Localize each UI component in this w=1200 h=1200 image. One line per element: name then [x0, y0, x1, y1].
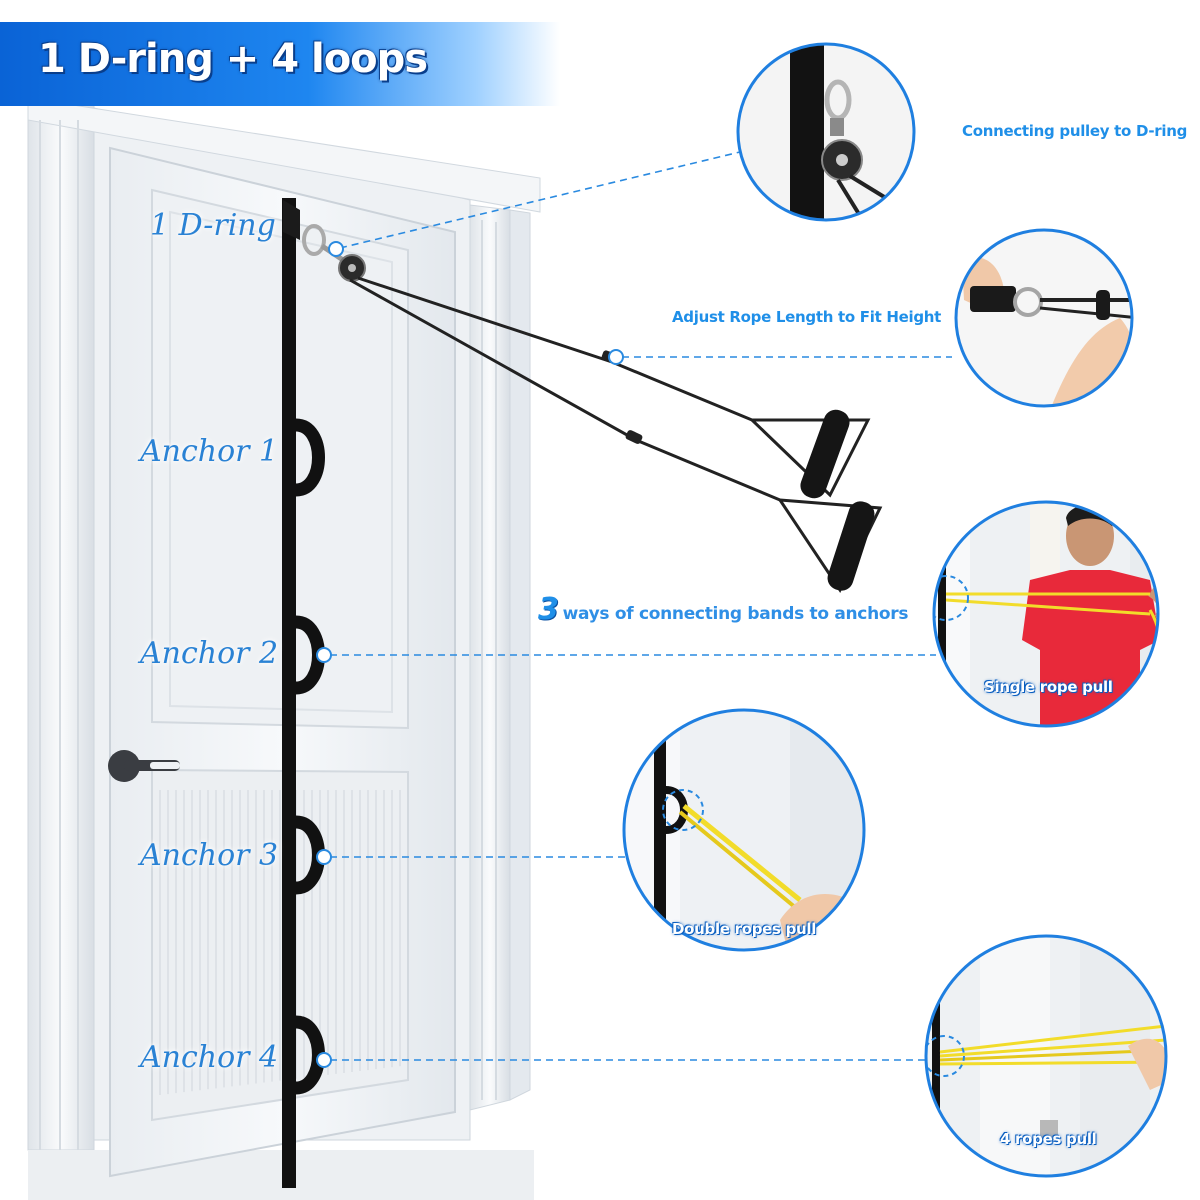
handle-2: [827, 501, 875, 591]
label-single-rope-pull: Single rope pull: [984, 678, 1113, 696]
callout-pulley: Connecting pulley to D-ring: [962, 122, 1188, 140]
callout-rope-length: Adjust Rope Length to Fit Height: [672, 308, 942, 326]
detail-circle-pulley: [736, 42, 916, 222]
label-d-ring: 1 D-ring: [150, 208, 276, 243]
banner-title: 1 D-ring + 4 loops: [38, 36, 428, 82]
title-banner: [0, 22, 560, 106]
label-anchor-2: Anchor 2: [140, 636, 279, 671]
ways-text: ways of connecting bands to anchors: [562, 604, 909, 624]
label-anchor-4: Anchor 4: [140, 1040, 279, 1075]
anchor-loop-1: [294, 418, 325, 497]
callout-lines: [330, 151, 952, 1061]
label-four-ropes-pull: 4 ropes pull: [1000, 1130, 1097, 1148]
detail-circle-single-pull: [932, 500, 1160, 728]
detail-circle-rope-adjust: [954, 228, 1134, 408]
ways-number: 3: [538, 592, 559, 627]
handle-1: [800, 409, 850, 499]
label-anchor-3: Anchor 3: [140, 838, 279, 873]
door-handle: [108, 750, 180, 782]
callout-dots: [316, 241, 624, 1068]
label-anchor-1: Anchor 1: [140, 434, 279, 469]
label-double-ropes-pull: Double ropes pull: [672, 920, 817, 938]
